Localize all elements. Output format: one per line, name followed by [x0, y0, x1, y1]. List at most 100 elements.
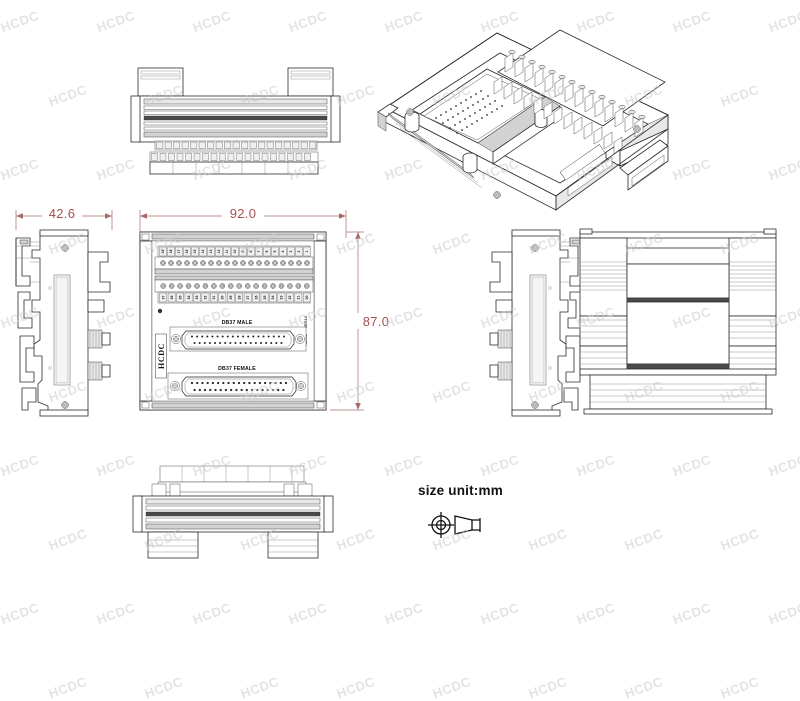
left-side-view — [15, 229, 111, 417]
db37-pin — [222, 381, 225, 385]
terminal-cell-top — [263, 246, 271, 257]
terminal-screw-bottom — [278, 283, 285, 289]
db37-pin — [211, 335, 214, 338]
db37-pin — [193, 341, 196, 345]
db37-pin — [237, 381, 241, 385]
terminal-screw-bottom — [202, 283, 209, 289]
terminal-screw-top — [176, 260, 182, 266]
db37-pin — [247, 335, 250, 338]
terminal-screw-top — [304, 260, 310, 266]
db37-pin — [277, 388, 280, 392]
db37-pin — [231, 335, 234, 338]
terminal-number-top: 6 — [265, 250, 269, 252]
terminal-number-top: 19 — [161, 250, 165, 254]
terminal-cell-top — [199, 246, 207, 257]
db37-pin — [232, 381, 235, 385]
isometric-view — [377, 29, 669, 211]
db37-pin — [213, 341, 217, 345]
terminal-screw-bottom — [160, 283, 166, 289]
terminal-cell-top — [159, 246, 167, 257]
db37-pin — [263, 381, 267, 385]
watermark-text: HCDC — [334, 673, 377, 701]
db37-pin — [198, 388, 201, 392]
terminal-cell-top — [207, 246, 215, 257]
terminal-number-top: 3 — [289, 250, 293, 252]
terminal-screw-bottom — [236, 283, 242, 289]
watermark-text: HCDC — [46, 673, 89, 701]
db37-pin — [201, 381, 204, 385]
terminal-cell-bottom — [302, 292, 311, 303]
note-block: size unit:mm — [418, 483, 503, 498]
terminal-number-bottom: 35 — [178, 296, 182, 300]
db37-pin — [227, 381, 230, 385]
terminal-screw-top — [296, 260, 302, 266]
db37-pin — [230, 388, 233, 392]
db37-pin — [249, 341, 252, 345]
terminal-number-top: 15 — [193, 250, 197, 254]
db37-pin — [229, 341, 232, 345]
terminal-cell-bottom — [243, 292, 252, 303]
watermark-text: HCDC — [526, 673, 569, 701]
terminal-number-bottom: 23 — [280, 296, 284, 300]
db37-pin — [240, 388, 243, 392]
terminal-number-top: 5 — [273, 250, 277, 252]
db37-pin — [269, 381, 272, 385]
top-view — [130, 67, 341, 175]
terminal-cell-bottom — [235, 292, 244, 303]
db37-pin — [252, 335, 255, 338]
terminal-screw-top — [272, 260, 278, 266]
terminal-screw-top — [168, 260, 174, 266]
db37-pin — [271, 388, 275, 392]
terminal-number-top: 9 — [241, 250, 245, 252]
terminal-number-bottom: 36 — [170, 296, 174, 300]
terminal-screw-bottom — [185, 283, 192, 289]
db37-pin — [214, 388, 217, 392]
db37-pin — [250, 388, 254, 392]
first-angle-projection-symbol — [428, 512, 481, 538]
terminal-screw-top — [232, 260, 238, 266]
terminal-screw-bottom — [211, 283, 217, 289]
terminal-cell-top — [303, 246, 311, 257]
terminal-number-top: 11 — [225, 250, 229, 254]
terminal-screw-top — [264, 260, 270, 266]
db37-pin — [254, 341, 257, 345]
terminal-screw-top — [160, 260, 166, 266]
watermark-text: HCDC — [574, 599, 617, 628]
db37-pin — [280, 341, 283, 345]
terminal-number-bottom: 22 — [288, 296, 292, 300]
db37-pin — [272, 335, 275, 338]
terminal-number-top: 18 — [169, 250, 173, 254]
terminal-cell-top — [231, 246, 239, 257]
bottom-view — [132, 465, 334, 559]
db37-pin — [257, 335, 260, 338]
terminal-cell-bottom — [201, 292, 210, 303]
db37-pin — [245, 388, 248, 392]
dimension-set: 42.6 92.0 87.0 — [15, 206, 396, 411]
watermark-text: HCDC — [382, 599, 425, 628]
db37-pin — [262, 335, 265, 338]
terminal-number-bottom: 20 — [305, 296, 309, 300]
db37-pin — [206, 335, 209, 338]
db37-pin — [190, 335, 194, 338]
db37-pin — [266, 388, 269, 392]
terminal-number-bottom: 34 — [187, 296, 191, 300]
terminal-screw-top — [248, 260, 254, 266]
db37-pin — [198, 341, 201, 345]
terminal-cell-bottom — [159, 292, 168, 303]
terminal-cell-bottom — [260, 292, 269, 303]
terminal-number-top: 4 — [281, 250, 285, 252]
terminal-number-top: 8 — [249, 250, 253, 252]
watermark-text: HCDC — [766, 599, 800, 628]
terminal-cell-top — [167, 246, 175, 257]
terminal-screw-top — [216, 260, 222, 266]
db37-pin — [196, 381, 199, 385]
terminal-cell-bottom — [193, 292, 201, 303]
terminal-number-top: 7 — [257, 250, 261, 252]
terminal-cell-top — [295, 246, 303, 257]
db37-pin — [239, 341, 242, 345]
terminal-screw-top — [280, 260, 286, 266]
right-side-view — [489, 229, 585, 417]
